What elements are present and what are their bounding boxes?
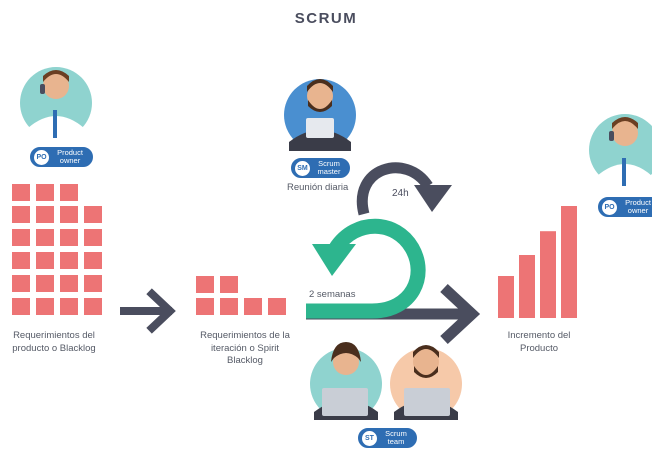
backlog-block <box>84 206 102 223</box>
backlog-block <box>36 206 54 223</box>
increment-bar <box>561 206 577 318</box>
backlog-block <box>36 298 54 315</box>
backlog-block <box>60 298 78 315</box>
backlog-block <box>84 229 102 246</box>
backlog-block <box>12 252 30 269</box>
product-owner-left-label: Product owner <box>57 148 83 165</box>
backlog-block <box>60 229 78 246</box>
daily-cycle-label: 24h <box>392 188 409 199</box>
po-initials-icon: PO <box>33 148 50 166</box>
scrum-master-badge: SM Scrum master <box>291 158 350 178</box>
backlog-block <box>84 252 102 269</box>
scrum-master-label: Scrum master <box>317 159 341 176</box>
flow-arrow-1 <box>120 288 176 334</box>
backlog-block <box>84 275 102 292</box>
increment-bars <box>498 206 577 318</box>
increment-bar <box>498 276 514 318</box>
increment-bar <box>519 255 535 318</box>
backlog-block <box>12 184 30 201</box>
scrum-team-member-1-avatar <box>310 342 382 420</box>
sprint-block <box>268 298 286 315</box>
increment-bar <box>540 231 556 318</box>
sprint-block <box>244 298 262 315</box>
backlog-block <box>60 184 78 201</box>
sprint-block <box>220 276 238 293</box>
sprint-backlog-blocks <box>196 276 286 315</box>
backlog-block <box>12 298 30 315</box>
product-owner-right-avatar <box>589 114 652 186</box>
increment-caption: Incremento del Producto <box>507 330 571 354</box>
sm-initials-icon: SM <box>294 159 311 177</box>
scrum-team-badge: ST Scrum team <box>358 428 417 448</box>
sprint-block <box>196 276 214 293</box>
backlog-block <box>12 275 30 292</box>
sprint-cycle-arrowhead <box>312 244 356 276</box>
daily-loop-arrow <box>356 162 433 216</box>
product-owner-left-avatar <box>20 67 92 140</box>
st-initials-icon: ST <box>361 429 378 447</box>
sprint-cycle-label: 2 semanas <box>309 289 356 300</box>
scrum-master-avatar <box>284 79 356 151</box>
product-owner-right-label: Product owner <box>625 198 651 215</box>
page-title: SCRUM <box>294 10 358 27</box>
po-initials-icon: PO <box>601 198 618 216</box>
backlog-block <box>12 206 30 223</box>
product-backlog-blocks <box>12 184 102 315</box>
backlog-block <box>60 252 78 269</box>
backlog-block <box>84 298 102 315</box>
product-owner-left-badge: PO Product owner <box>30 147 93 167</box>
daily-meeting-caption: Reunión diaria <box>287 182 349 193</box>
backlog-block <box>60 206 78 223</box>
product-backlog-caption: Requerimientos del producto o Blacklog <box>12 330 96 354</box>
sprint-block <box>196 298 214 315</box>
backlog-block <box>36 184 54 201</box>
sprint-block <box>220 298 238 315</box>
scrum-team-member-2-avatar <box>390 345 462 420</box>
sprint-cycle-arrow <box>306 218 426 319</box>
backlog-block <box>60 275 78 292</box>
backlog-block <box>36 229 54 246</box>
product-owner-right-badge: PO Product owner <box>598 197 652 217</box>
backlog-block <box>36 252 54 269</box>
backlog-block <box>12 229 30 246</box>
main-flow-arrowhead <box>440 283 481 345</box>
backlog-block <box>36 275 54 292</box>
daily-loop-arrowhead <box>414 185 452 212</box>
sprint-backlog-caption: Requerimientos de la iteración o Spirit … <box>200 330 290 366</box>
scrum-team-label: Scrum team <box>385 429 407 446</box>
